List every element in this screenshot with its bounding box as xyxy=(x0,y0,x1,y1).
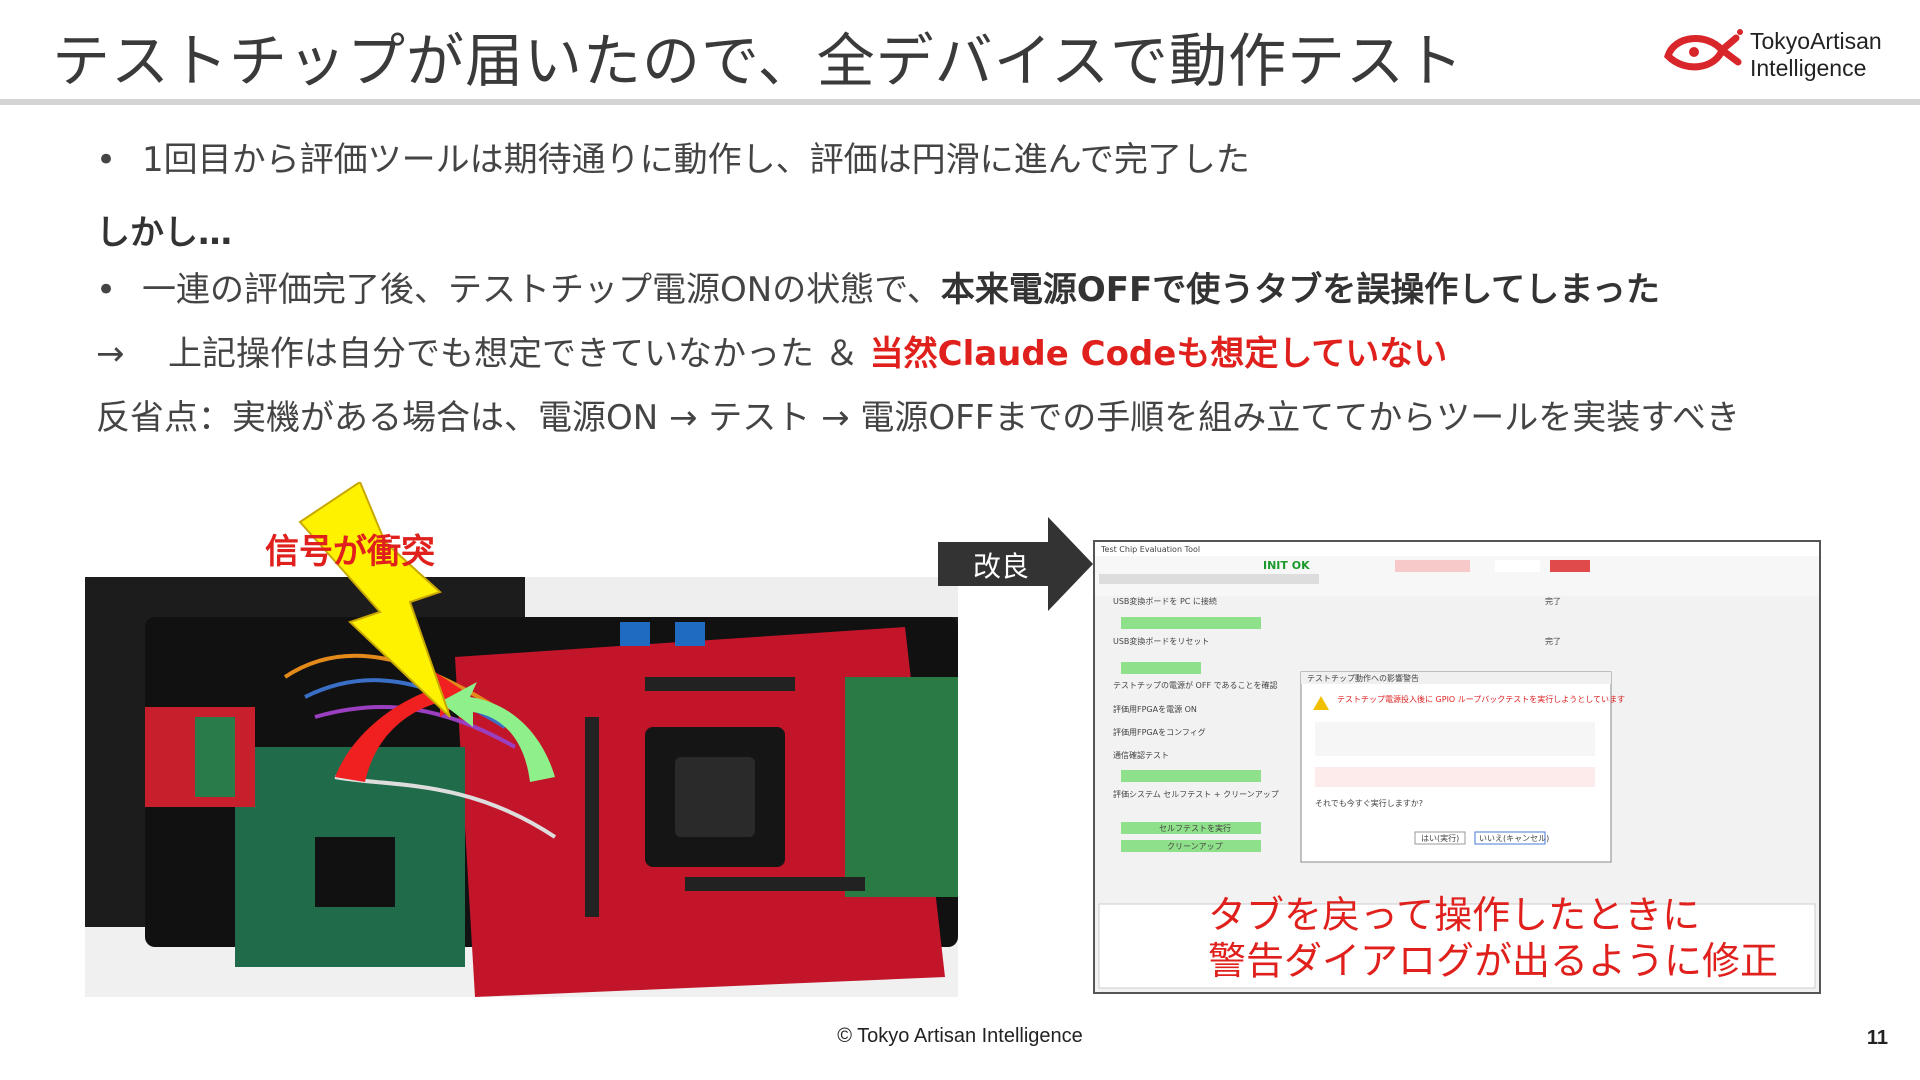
hardware-photo xyxy=(85,577,958,997)
page-number: 11 xyxy=(1866,1027,1888,1049)
improvement-arrow: 改良 xyxy=(938,517,1093,611)
bullet-line-1: • 1回目から評価ツールは期待通りに動作し、評価は円滑に進んで完了した xyxy=(96,132,1250,181)
svg-text:完了: 完了 xyxy=(1545,636,1561,646)
step7-text: 評価システム セルフテスト + クリーンアップ xyxy=(1113,789,1279,799)
svg-text:テストチップ電源投入後に GPIO ループバックテストを実行: テストチップ電源投入後に GPIO ループバックテストを実行しようとしています xyxy=(1337,694,1625,704)
title-divider xyxy=(0,99,1920,105)
arrow-line: → 上記操作は自分でも想定できていなかった ＆ 当然Claude Codeも想定し… xyxy=(96,326,1447,375)
logo-text-line2: Intelligence xyxy=(1750,55,1867,81)
fish-logo-icon xyxy=(1664,29,1743,71)
step6-text: 通信確認テスト xyxy=(1113,750,1169,760)
fix-line-1: タブを戻って操作したときに xyxy=(1208,893,1701,937)
evaluation-tool-screenshot: Test Chip Evaluation Tool INIT OK USB変換ボ… xyxy=(1093,540,1821,994)
line2-bold: 本来電源OFFで使うタブを誤操作してしまった xyxy=(940,270,1660,310)
lightning-icon xyxy=(298,482,451,718)
fix-line-2: 警告ダイアログが出るように修正 xyxy=(1208,939,1779,983)
slide-title: テストチップが届いたので、全デバイスで動作テスト xyxy=(52,27,1464,95)
bullet-marker: • xyxy=(96,140,117,180)
warning-dialog: テストチップ動作への影響警告 テストチップ電源投入後に GPIO ループバックテ… xyxy=(1300,671,1625,863)
svg-text:Test Chip Evaluation Tool: Test Chip Evaluation Tool xyxy=(1100,545,1200,554)
however-text: しかし… xyxy=(96,213,232,253)
line3-red: 当然Claude Codeも想定していない xyxy=(869,334,1448,374)
step5-text: 評価用FPGAをコンフィグ xyxy=(1113,727,1206,737)
improvement-label: 改良 xyxy=(973,550,1030,583)
svg-text:それでも今すぐ実行しますか?: それでも今すぐ実行しますか? xyxy=(1315,798,1423,808)
svg-text:完了: 完了 xyxy=(1545,596,1561,606)
svg-text:クリーンアップ: クリーンアップ xyxy=(1167,842,1223,851)
logo-text-line1: TokyoArtisan xyxy=(1750,28,1882,54)
line3-normal: 上記操作は自分でも想定できていなかった ＆ xyxy=(168,334,870,374)
step1-text: USB変換ボードを PC に接続 xyxy=(1113,596,1217,606)
svg-text:テストチップ動作への影響警告: テストチップ動作への影響警告 xyxy=(1307,673,1419,683)
fix-description: タブを戻って操作したときに 警告ダイアログが出るように修正 xyxy=(1208,892,1778,984)
step3-text: テストチップの電源が OFF であることを確認 xyxy=(1113,680,1278,690)
signal-collision-label: 信号が衝突 xyxy=(265,532,435,572)
copyright: © Tokyo Artisan Intelligence xyxy=(837,1025,1083,1047)
bullet-line-2: • 一連の評価完了後、テストチップ電源ONの状態で、本来電源OFFで使うタブを誤操… xyxy=(96,262,1660,311)
svg-text:セルフテストを実行: セルフテストを実行 xyxy=(1159,823,1231,833)
bullet-marker: • xyxy=(96,270,117,310)
line1-text: 1回目から評価ツールは期待通りに動作し、評価は円滑に進んで完了した xyxy=(142,140,1250,180)
line2-normal: 一連の評価完了後、テストチップ電源ONの状態で、 xyxy=(142,270,941,310)
step2-text: USB変換ボードをリセット xyxy=(1113,636,1209,646)
reflection-line: 反省点：実機がある場合は、電源ON → テスト → 電源OFFまでの手順を組み立… xyxy=(96,398,1740,438)
company-logo: TokyoArtisan Intelligence xyxy=(1660,24,1900,84)
arrow-marker: → xyxy=(96,334,125,374)
step4-text: 評価用FPGAを電源 ON xyxy=(1113,704,1197,714)
init-status-text: INIT OK xyxy=(1263,559,1310,572)
svg-text:いいえ(キャンセル): いいえ(キャンセル) xyxy=(1479,834,1549,843)
svg-text:はい(実行): はい(実行) xyxy=(1421,833,1459,843)
